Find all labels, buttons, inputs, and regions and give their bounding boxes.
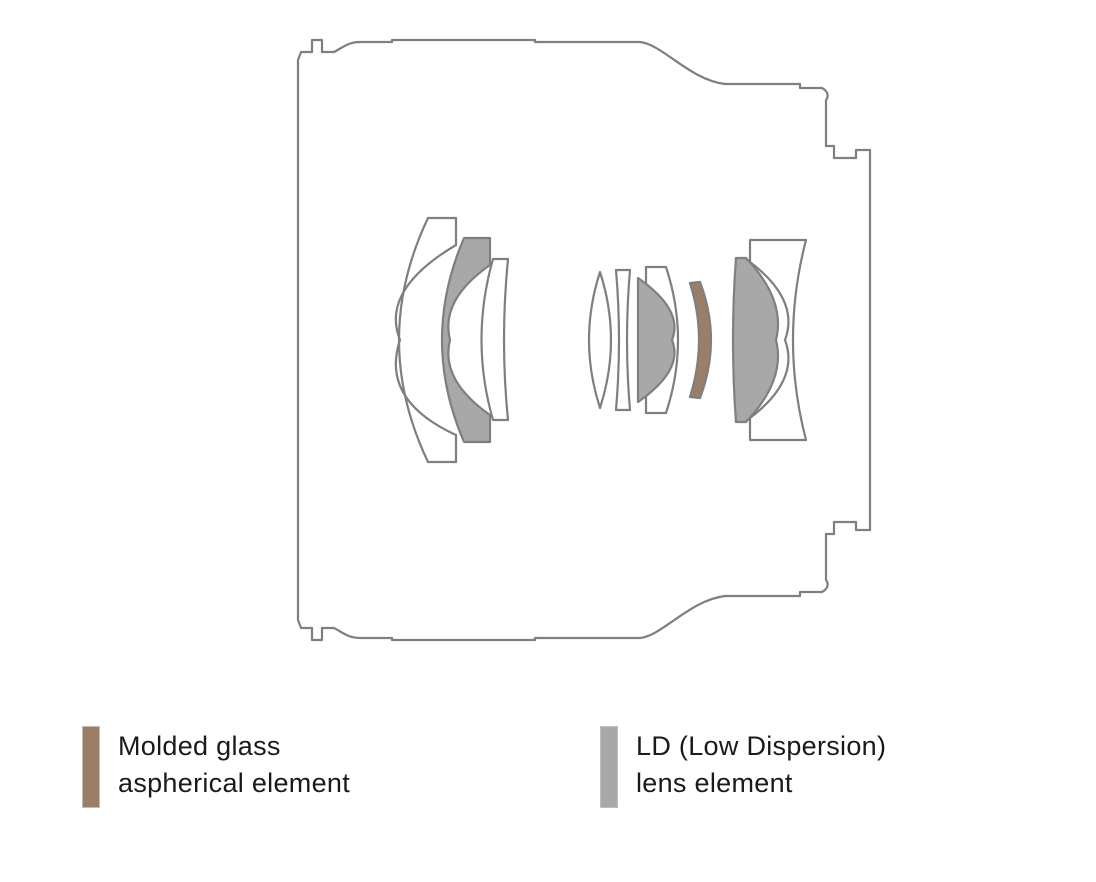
middle-outer-lens (644, 265, 680, 415)
rear-meniscus-lens (748, 238, 808, 442)
middle-plate-lens (614, 268, 632, 412)
ld-swatch (600, 726, 618, 808)
ld-legend-line1: LD (Low Dispersion) (636, 731, 887, 761)
front-thin-meniscus (480, 257, 510, 422)
aspherical-legend-label: Molded glass aspherical element (118, 728, 350, 802)
front-meniscus-lens (394, 216, 458, 464)
aspherical-swatch (82, 726, 100, 808)
legend-aspherical: Molded glass aspherical element (82, 726, 502, 810)
ld-legend-label: LD (Low Dispersion) lens element (636, 728, 886, 802)
lens-construction-diagram (296, 38, 872, 642)
middle-biconvex-lens (587, 270, 613, 410)
ld-element-front (440, 236, 492, 444)
ld-element-middle (636, 276, 676, 404)
lens-barrel-outline (296, 38, 872, 642)
ld-element-rear (731, 256, 780, 424)
aspherical-legend-line2: aspherical element (118, 768, 351, 798)
ld-legend-line2: lens element (636, 768, 793, 798)
aspherical-legend-line1: Molded glass (118, 731, 281, 761)
legend-ld: LD (Low Dispersion) lens element (600, 726, 1020, 810)
aspherical-element (688, 280, 713, 400)
